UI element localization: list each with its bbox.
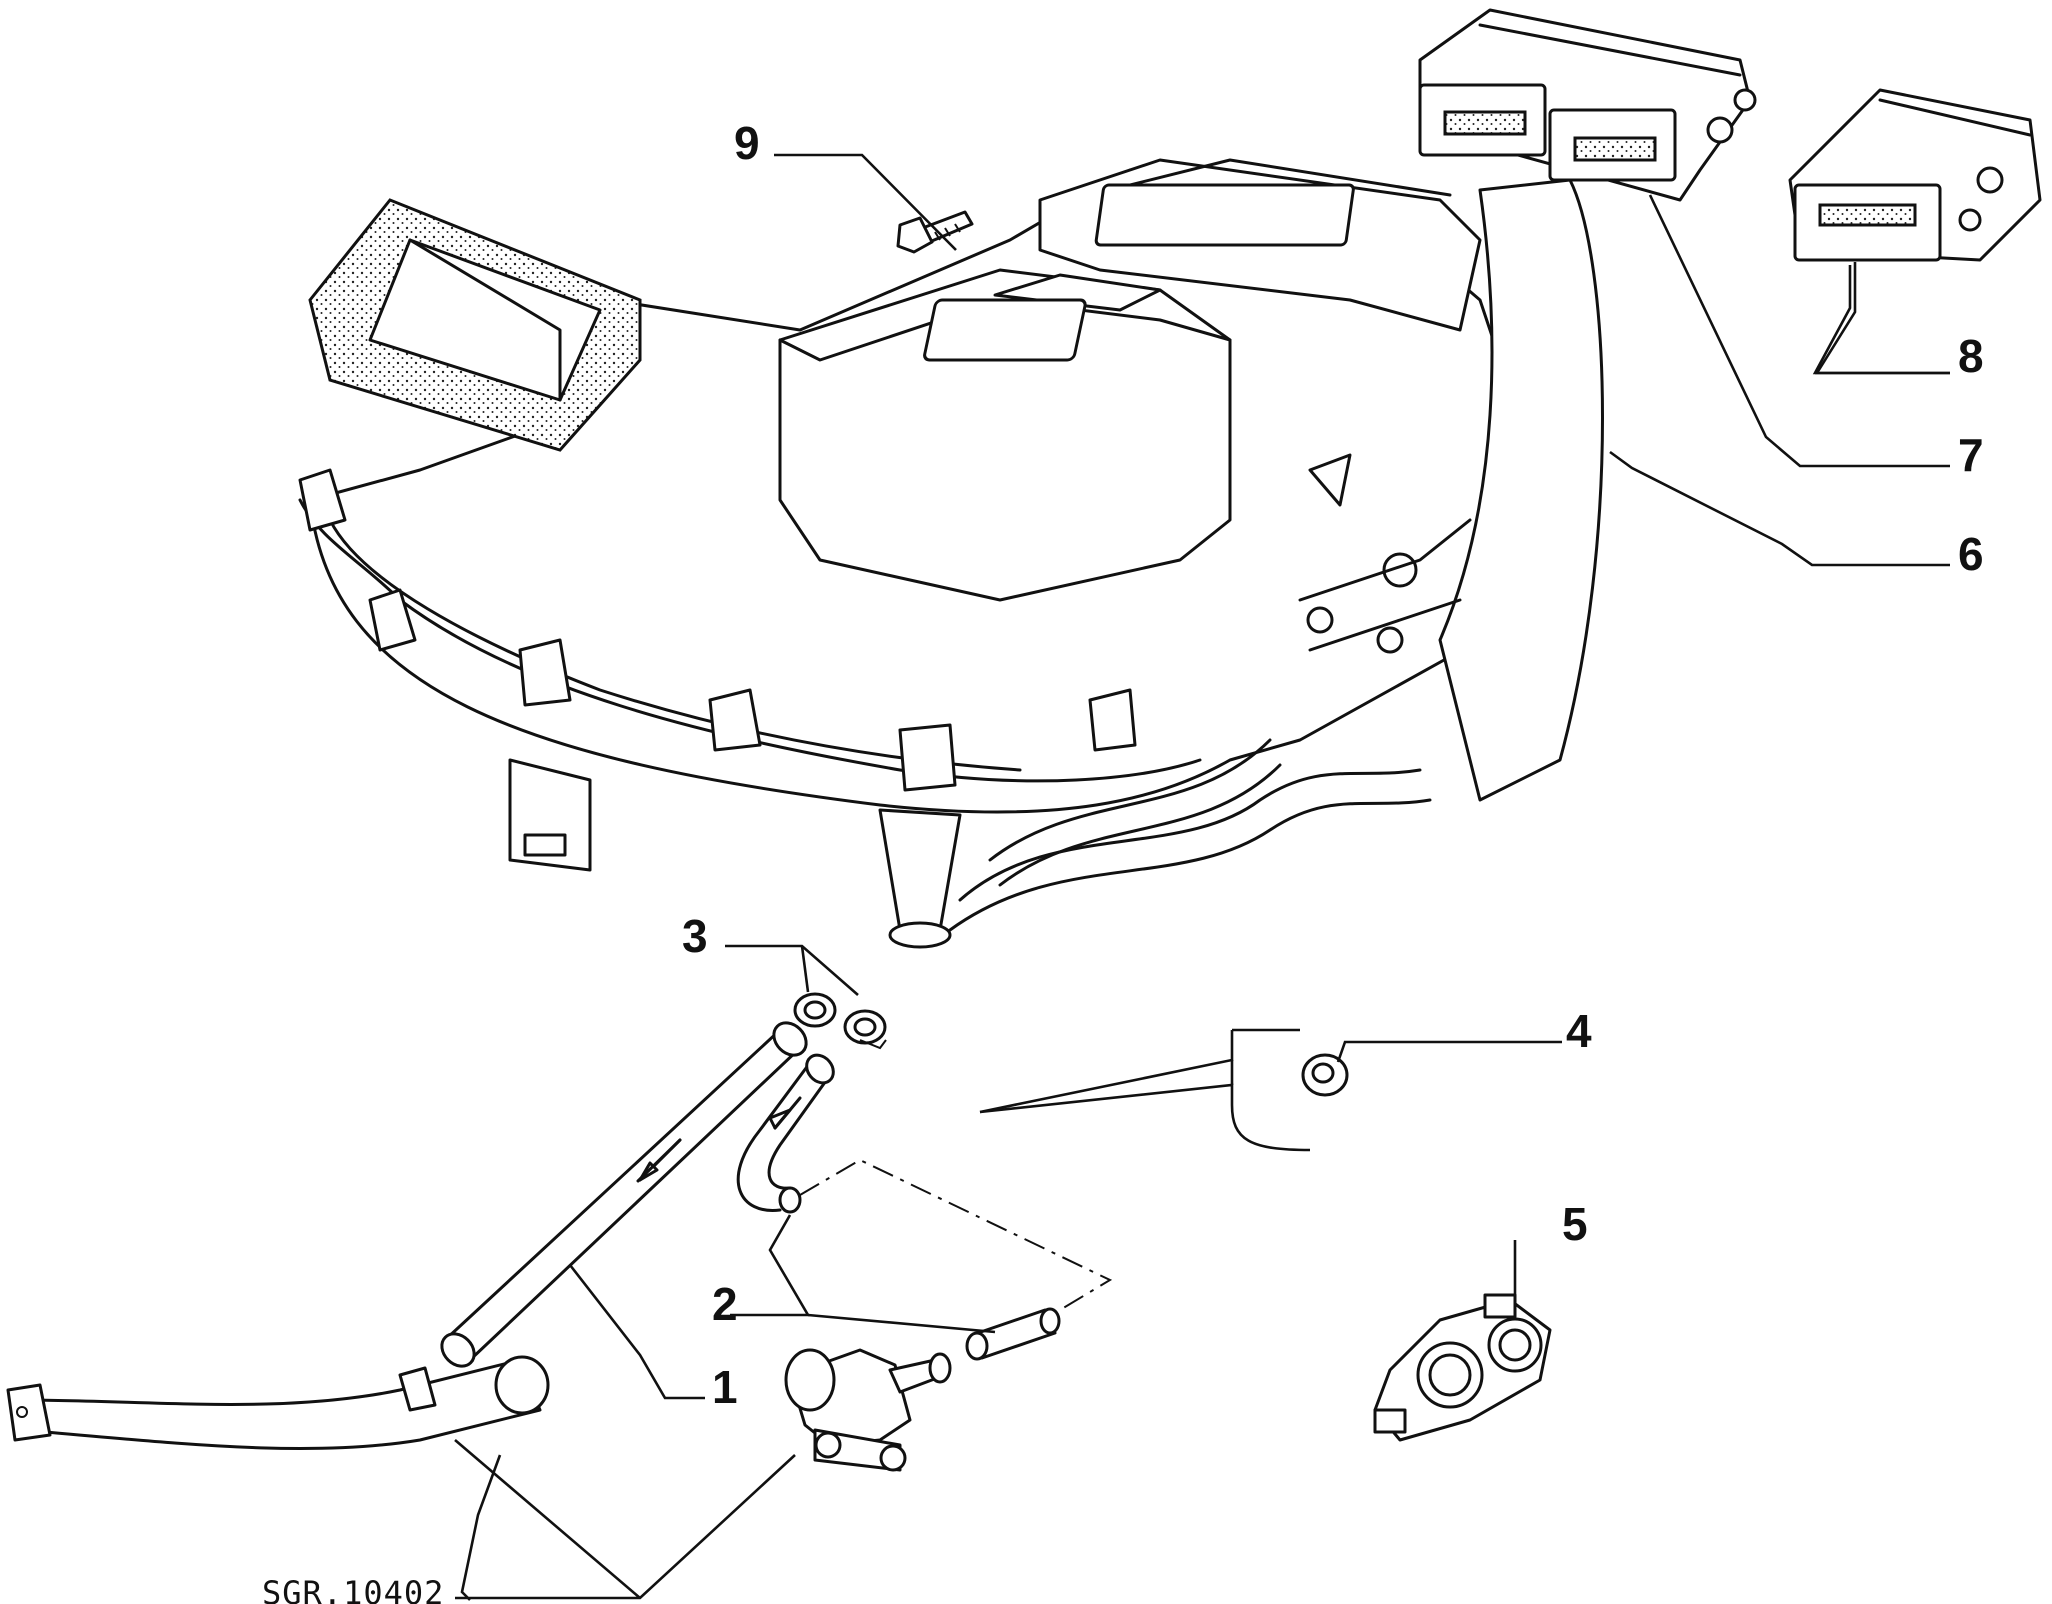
callout-2: 2 xyxy=(712,1278,738,1330)
alignment-line-hose xyxy=(799,1158,1113,1311)
screw-part xyxy=(896,210,974,254)
reference-code: SGR.10402 xyxy=(262,1574,444,1604)
coolant-hose-short xyxy=(965,1307,1061,1361)
grommet-location-bracket xyxy=(979,1028,1311,1152)
callout-8: 8 xyxy=(1958,330,1984,382)
callout-9: 9 xyxy=(734,117,760,169)
callout-5: 5 xyxy=(1562,1198,1588,1250)
leader-lines xyxy=(454,153,1950,1601)
pipe-outlet-long xyxy=(6,1355,550,1451)
callout-6: 6 xyxy=(1958,528,1984,580)
heater-housing xyxy=(298,158,1604,949)
hose-clamps xyxy=(793,992,887,1050)
pipe-clip-part xyxy=(1373,1293,1552,1442)
coolant-hose-straight xyxy=(440,1021,808,1368)
callout-1: 1 xyxy=(712,1361,738,1413)
coolant-hose-curved xyxy=(736,1053,835,1214)
pipe-t-connector xyxy=(784,1348,952,1472)
callout-7: 7 xyxy=(1958,429,1984,481)
callout-4: 4 xyxy=(1566,1005,1592,1057)
callout-3: 3 xyxy=(682,910,708,962)
air-vent-single xyxy=(1788,88,2042,262)
air-vent-double xyxy=(1418,8,1757,202)
grommet-part xyxy=(1301,1053,1349,1097)
